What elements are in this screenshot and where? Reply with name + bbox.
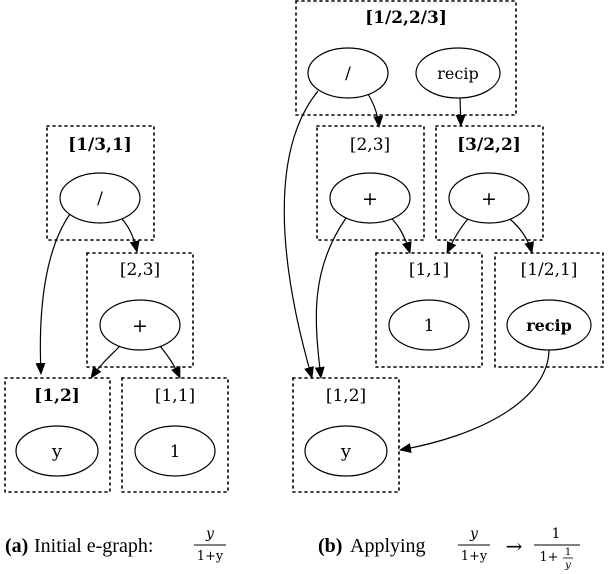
edge-plus-right-to-recip xyxy=(509,218,534,254)
enode-label: / xyxy=(345,64,351,84)
enode-plus xyxy=(99,299,181,351)
eclass-label: [1,2] xyxy=(34,386,80,406)
enode-div xyxy=(59,172,141,224)
eclass-box xyxy=(435,125,544,241)
eclass-a-plus: [2,3] + xyxy=(86,252,194,368)
edge-div-to-y xyxy=(283,90,319,379)
eclass-box xyxy=(375,252,483,368)
caption-b: (b) Applying y 1+y → 1 1+ 1 y xyxy=(318,526,580,571)
eclass-a-one: [1,1] 1 xyxy=(121,377,229,493)
eclass-b-top: [1/2,2/3] / recip xyxy=(295,0,517,116)
enode-y xyxy=(15,425,99,477)
edge-plus-right-to-one xyxy=(446,218,469,254)
caption-tag: (a) xyxy=(5,535,28,557)
edge-plus-to-one xyxy=(159,345,181,379)
edge-recip-to-y xyxy=(399,349,550,454)
enode-label: + xyxy=(481,188,497,210)
edge-div-to-plus-left xyxy=(367,93,384,128)
enode-label: + xyxy=(362,188,378,210)
eclass-a-y: [1,2] y xyxy=(4,377,111,493)
eclass-box xyxy=(494,252,604,368)
enode-one xyxy=(388,299,470,351)
eclass-box xyxy=(86,252,194,368)
rhs-fraction: 1 1+ 1 y xyxy=(534,526,580,571)
edge-plus-left-to-one xyxy=(391,218,412,254)
lhs-fraction: y 1+y xyxy=(458,526,490,564)
eclass-label: [1/3,1] xyxy=(68,135,132,155)
enode-recip xyxy=(415,47,501,99)
rewrite-arrow: → xyxy=(506,534,523,558)
eclass-label: [1,1] xyxy=(409,260,449,280)
eclass-b-one: [1,1] 1 xyxy=(375,252,483,368)
caption-text: Applying xyxy=(350,535,426,557)
caption-tag: (b) xyxy=(318,535,342,557)
edge-recip-to-plus-right xyxy=(455,97,466,127)
eclass-label: [1/2,1] xyxy=(521,260,578,280)
enode-label: / xyxy=(97,189,103,209)
eclass-label: [2,3] xyxy=(120,260,160,280)
enode-label: y xyxy=(51,441,63,462)
fraction-denominator: 1+y xyxy=(197,549,224,564)
enode-label: recip xyxy=(437,64,478,83)
enode-label: 1 xyxy=(424,316,435,336)
edge-plus-left-to-y xyxy=(314,217,347,379)
edge-plus-to-y xyxy=(90,345,121,379)
graph-b: [1/2,2/3] / recip [2,3] + [3/2,2] + [1,1… xyxy=(283,0,604,493)
enode-label: y xyxy=(340,441,352,462)
enode-div xyxy=(307,47,389,99)
eclass-box xyxy=(292,377,400,493)
enode-plus xyxy=(329,172,411,224)
eclass-label: [1,1] xyxy=(155,386,195,406)
fraction-denominator-prefix: 1+ xyxy=(539,550,558,565)
eclass-label: [2,3] xyxy=(350,135,390,155)
enode-label: + xyxy=(132,315,148,337)
eclass-label: [3/2,2] xyxy=(457,135,521,155)
eclass-label: [1/2,2/3] xyxy=(365,8,447,28)
caption-fraction: y 1+y xyxy=(194,526,226,564)
inner-numerator: 1 xyxy=(565,547,571,558)
eclass-a-top: [1/3,1] / xyxy=(46,125,155,241)
caption-text: Initial e-graph: xyxy=(34,535,153,557)
enode-label: recip xyxy=(526,316,572,335)
eclass-box xyxy=(46,125,155,241)
caption-a: (a) Initial e-graph: y 1+y xyxy=(5,526,226,564)
eclass-box xyxy=(316,125,425,241)
graph-a: [1/3,1] / [2,3] + [1,2] y [1,1] 1 xyxy=(4,125,229,493)
eclass-label: [1,2] xyxy=(326,386,366,406)
enode-y xyxy=(304,425,388,477)
edge-div-to-y xyxy=(35,213,71,375)
edge-div-to-plus xyxy=(121,218,140,253)
enode-one xyxy=(134,425,216,477)
enode-plus xyxy=(448,172,530,224)
fraction-numerator: 1 xyxy=(552,526,561,542)
inner-denominator: y xyxy=(564,560,571,571)
eclass-b-y: [1,2] y xyxy=(292,377,400,493)
eclass-b-plus-left: [2,3] + xyxy=(316,125,425,241)
fraction-numerator: y xyxy=(469,526,479,542)
eclass-box xyxy=(4,377,111,493)
eclass-box xyxy=(295,0,517,116)
enode-label: 1 xyxy=(170,442,181,462)
fraction-denominator: 1+y xyxy=(461,549,488,564)
eclass-box xyxy=(121,377,229,493)
eclass-b-recip: [1/2,1] recip xyxy=(494,252,604,368)
eclass-b-plus-right: [3/2,2] + xyxy=(435,125,544,241)
fraction-numerator: y xyxy=(205,526,215,542)
